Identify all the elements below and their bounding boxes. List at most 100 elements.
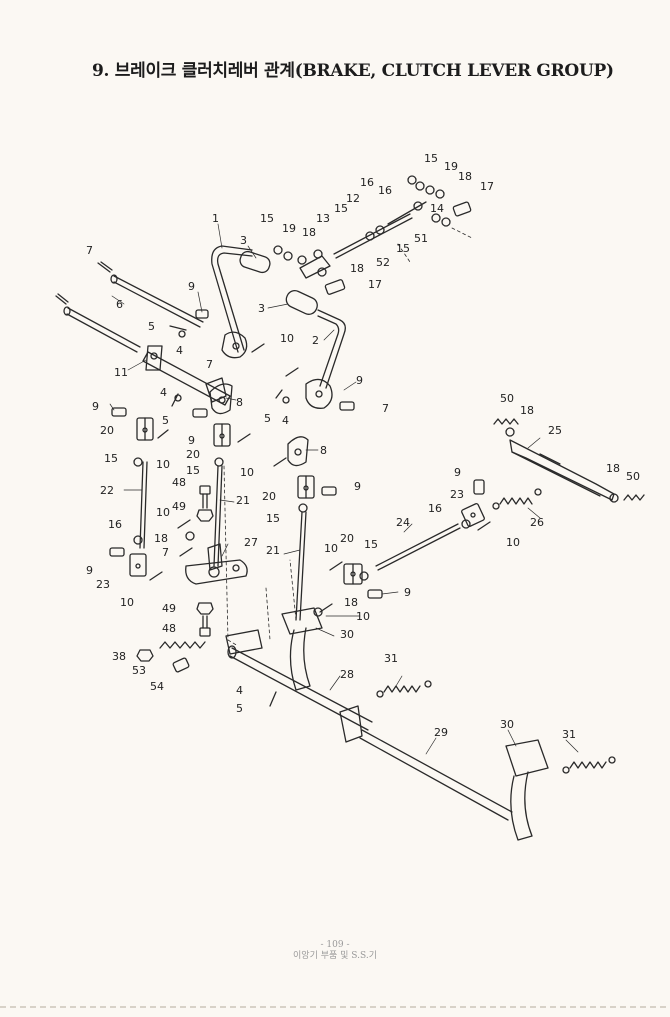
bolt-part-48b [199,615,211,637]
rod-part-16 [387,201,427,225]
spring-part-31b [562,756,616,774]
cam-part-8b [287,436,309,467]
callout-27: 27 [244,536,258,549]
pins-part-4-5 [169,325,283,707]
callout-18: 18 [344,596,358,609]
pedal-arm-part-30a [281,607,323,691]
callout-2: 2 [312,334,319,347]
callout-26: 26 [530,516,544,529]
assembly-guides [223,227,473,647]
rod-part-21b [295,511,307,621]
callout-20: 20 [100,424,114,437]
callout-18: 18 [606,462,620,475]
callout-16: 16 [378,184,392,197]
callout-49: 49 [172,500,186,513]
callout-23: 23 [96,578,110,591]
callout-24: 24 [396,516,410,529]
callout-7: 7 [86,244,93,257]
bracket-part-27 [185,543,248,585]
callout-9: 9 [404,586,411,599]
callout-15: 15 [424,152,438,165]
scan-edge-divider [0,1006,670,1008]
callout-15: 15 [186,464,200,477]
clevis-part-20d [343,563,363,585]
clevis-part-23b [461,503,485,527]
callout-5: 5 [236,702,243,715]
callout-4: 4 [160,386,167,399]
spring-part-31a [376,680,432,698]
callout-6: 6 [116,298,123,311]
callout-9: 9 [188,434,195,447]
bolt-part-48a [199,485,211,509]
page-title: 9. 브레이크 클러치레버 관계(BRAKE, CLUTCH LEVER GRO… [92,61,614,81]
callout-54: 54 [150,680,164,693]
callout-29: 29 [434,726,448,739]
callout-17: 17 [480,180,494,193]
shaft-part-29 [339,705,513,821]
bolt-part-17a [452,201,472,217]
nut-part-49a [196,509,214,522]
callout-28: 28 [340,668,354,681]
callout-14: 14 [430,202,444,215]
rod-part-21a [213,465,223,567]
callout-15: 15 [266,512,280,525]
callout-23: 23 [450,488,464,501]
clevis-part-20c [297,475,315,499]
callout-13: 13 [316,212,330,225]
bracket-part-13 [299,255,331,279]
callout-25: 25 [548,424,562,437]
callout-7: 7 [162,546,169,559]
callout-10: 10 [156,506,170,519]
cross-shaft-part-11 [142,345,231,406]
callout-8: 8 [236,396,243,409]
callout-4: 4 [236,684,243,697]
callout-4: 4 [282,414,289,427]
clevis-part-20b [213,423,231,447]
callout-49: 49 [162,602,176,615]
spring-part-26 [492,488,542,510]
callout-7: 7 [382,402,389,415]
callout-31: 31 [384,652,398,665]
callout-4: 4 [176,344,183,357]
callout-50: 50 [500,392,514,405]
clutch-lever-part-2 [285,289,346,409]
callout-10: 10 [506,536,520,549]
callout-10: 10 [156,458,170,471]
callout-20: 20 [262,490,276,503]
pins-part-10 [149,343,491,613]
cam-part-8a [209,383,233,415]
spring-part-53 [159,641,206,649]
callout-labels: 1 3 3 2 7 7 7 7 6 9 9 9 9 9 9 9 9 5 5 5 … [86,152,640,741]
page-footer: - 109 - 이앙기 부품 및 S.S.기 [0,940,670,962]
callout-3: 3 [258,302,265,315]
callout-15: 15 [260,212,274,225]
callout-19: 19 [282,222,296,235]
page-number: - 109 - [320,940,350,950]
callout-48: 48 [172,476,186,489]
callout-21: 21 [266,544,280,557]
callout-5: 5 [162,414,169,427]
callout-30: 30 [340,628,354,641]
footer-caption: 이앙기 부품 및 S.S.기 [293,951,377,961]
rod-part-24 [375,523,461,571]
rod-part-6 [63,274,204,353]
pedal-part-30b [505,739,549,841]
callout-31: 31 [562,728,576,741]
callout-53: 53 [132,664,146,677]
callout-10: 10 [280,332,294,345]
callout-20: 20 [186,448,200,461]
callout-10: 10 [120,596,134,609]
bolts-part-9 [109,309,485,599]
callout-8: 8 [320,444,327,457]
callout-9: 9 [86,564,93,577]
callout-18: 18 [520,404,534,417]
clevis-part-23a [129,553,147,577]
callout-10: 10 [356,610,370,623]
callout-15: 15 [104,452,118,465]
callout-11: 11 [114,366,128,379]
callout-15: 15 [396,242,410,255]
bolt-part-54 [172,657,190,673]
leader-lines [109,223,579,755]
spring-part-50a [493,418,519,425]
